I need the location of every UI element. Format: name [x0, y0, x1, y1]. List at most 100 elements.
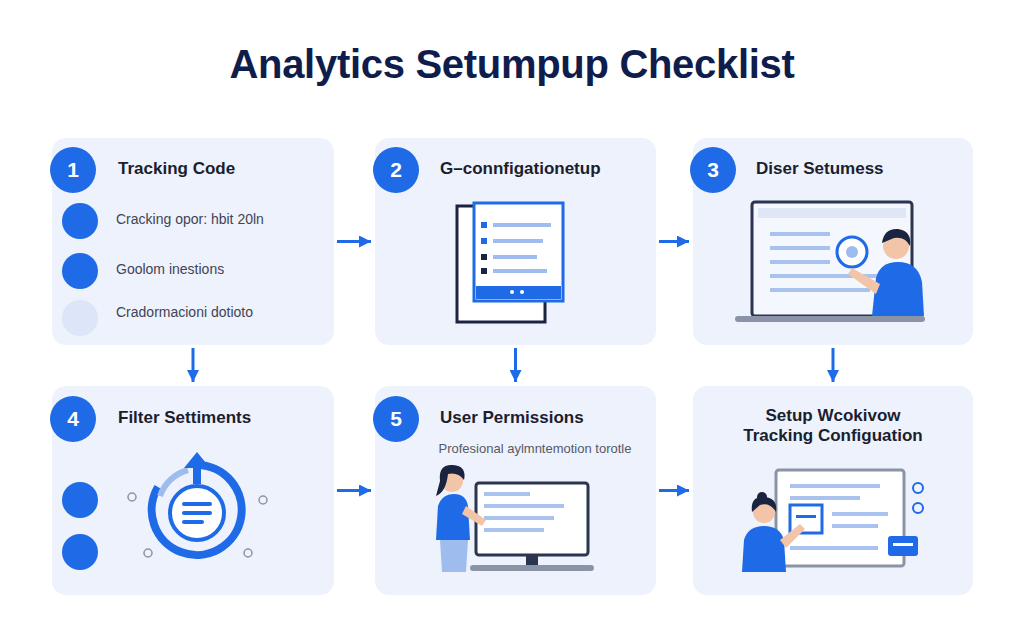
- filter-icon-part: [244, 549, 252, 557]
- document-icon-part: [476, 286, 561, 299]
- laptop-illustration-part: [770, 274, 890, 278]
- bullet-dots-part: [62, 253, 98, 289]
- filter-icon-part: [62, 534, 98, 570]
- laptop-illustration-part: [882, 229, 910, 246]
- presenter-illustration-part: [441, 470, 463, 492]
- presenter-illustration-part: [470, 565, 594, 571]
- filter-icon-part: [193, 466, 201, 484]
- document-icon-part: [481, 268, 487, 274]
- step-heading: G–connfigationetup: [440, 159, 648, 179]
- presenter-illustration-part: [484, 504, 564, 508]
- document-icon-part: [481, 254, 487, 260]
- step-number-circle: 3: [690, 147, 736, 193]
- step-panel: 3 Diser Setumess: [693, 138, 973, 345]
- workflow-illustration-part: [893, 543, 913, 546]
- document-icon-part: [510, 290, 514, 294]
- document-icon-part: [493, 223, 551, 227]
- filter-icon-part: [182, 520, 204, 524]
- presenter-illustration-part: [436, 465, 465, 496]
- presenter-illustration: [436, 465, 594, 572]
- flow-arrow: [659, 489, 689, 492]
- presenter-illustration-part: [484, 492, 530, 496]
- laptop-illustration-part: [770, 246, 830, 250]
- step-heading: User Permissions: [440, 408, 648, 428]
- text-wrap: 2: [373, 147, 419, 193]
- workflow-illustration-part: [790, 496, 860, 500]
- filter-icon-part: [128, 493, 136, 501]
- document-icon-part: [520, 290, 524, 294]
- document-icon-part: [493, 269, 547, 273]
- step-heading: Diser Setumess: [756, 159, 964, 179]
- document-icon-part: [474, 203, 563, 301]
- laptop-illustration-part: [872, 262, 924, 316]
- presenter-illustration-part: [440, 540, 468, 572]
- laptop-illustration-part: [837, 237, 867, 267]
- workflow-illustration-part: [757, 492, 767, 502]
- text-wrap: Filter Settiments: [118, 408, 326, 428]
- step-item: Cradormacioni dotioto: [116, 304, 326, 321]
- workflow-illustration-part: [776, 470, 904, 566]
- workflow-illustration-part: [888, 536, 918, 556]
- text-wrap: 3: [690, 147, 736, 193]
- step-item: Cracking opor: hbit 20ln: [116, 211, 326, 228]
- workflow-illustration-part: [780, 524, 805, 548]
- flow-arrow: [337, 240, 371, 243]
- number-disc-shape: [373, 147, 419, 193]
- step-number: 5: [390, 406, 402, 431]
- step-heading: Setup Wcokivow Tracking Configuation: [730, 406, 936, 447]
- step-panel: 4 Filter Settiments: [52, 386, 334, 595]
- presenter-illustration-part: [436, 494, 470, 540]
- workflow-illustration-part: [913, 483, 923, 493]
- workflow-illustration-part: [790, 505, 822, 533]
- text-wrap: 1: [50, 147, 96, 193]
- filter-icon-part: [182, 511, 212, 515]
- flow-arrow: [514, 348, 517, 382]
- filter-icon: [62, 452, 267, 570]
- laptop-illustration-part: [770, 232, 830, 236]
- flow-arrow: [832, 348, 835, 382]
- laptop-illustration-part: [758, 208, 906, 218]
- presenter-illustration-part: [484, 528, 544, 532]
- step-number: 1: [67, 157, 79, 182]
- laptop-illustration-part: [770, 260, 830, 264]
- step-number-circle: 5: [373, 396, 419, 442]
- filter-icon-part: [182, 502, 212, 506]
- text-wrap: User Permissions: [440, 408, 648, 428]
- workflow-illustration-part: [796, 515, 816, 518]
- document-icon: [457, 203, 563, 322]
- filter-icon-part: [170, 486, 224, 540]
- number-disc-shape: [690, 147, 736, 193]
- number-disc-shape: [50, 147, 96, 193]
- step-number: 2: [390, 157, 402, 182]
- step-number: 3: [707, 157, 719, 182]
- step-panel: Setup Wcokivow Tracking Configuation: [693, 386, 973, 595]
- workflow-illustration-part: [790, 546, 878, 550]
- step-heading: Filter Settiments: [118, 408, 326, 428]
- text-wrap: Cracking opor: hbit 20ln: [116, 211, 326, 228]
- text-wrap: G–connfigationetup: [440, 159, 648, 179]
- laptop-illustration: [735, 202, 925, 322]
- diagram-title: Analytics Setumpup Checklist: [229, 42, 794, 86]
- step-item: Profesional aylmntemotion torotle: [437, 441, 633, 457]
- bullet-dots-part: [62, 300, 98, 336]
- step-panel: 2 G–connfigationetup: [375, 138, 656, 345]
- document-icon-part: [493, 239, 543, 243]
- step-heading: Tracking Code: [118, 159, 323, 179]
- laptop-illustration-part: [752, 202, 912, 316]
- workflow-illustration: [742, 470, 923, 572]
- workflow-illustration-part: [753, 501, 775, 523]
- text-wrap: 4: [50, 396, 96, 442]
- laptop-illustration-part: [846, 246, 858, 258]
- workflow-illustration-part: [742, 526, 786, 572]
- step-panel: 5 User PermissionsProfesional aylmntemoti…: [375, 386, 656, 595]
- text-wrap: Goolom inestions: [116, 261, 326, 278]
- presenter-illustration-part: [526, 555, 538, 565]
- number-disc-shape: [50, 396, 96, 442]
- filter-icon-part: [184, 452, 210, 468]
- workflow-illustration-part: [752, 497, 777, 512]
- step-panel: 1 Tracking CodeCracking opor: hbit 20lnGo…: [52, 138, 334, 345]
- laptop-illustration-part: [770, 288, 870, 292]
- presenter-illustration-part: [462, 506, 486, 526]
- workflow-illustration-part: [832, 524, 878, 528]
- filter-icon-part: [160, 470, 188, 496]
